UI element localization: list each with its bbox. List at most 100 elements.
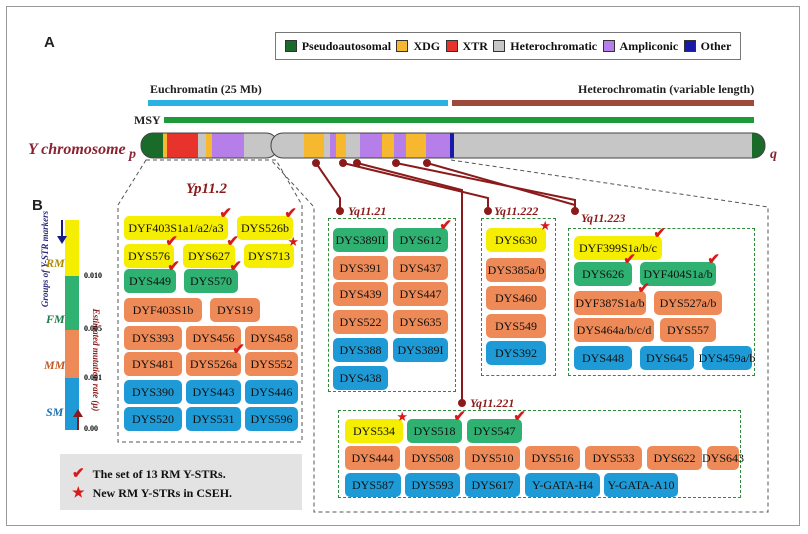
msy-bar [164, 117, 754, 123]
panel-label-a: A [44, 34, 55, 51]
scale-value-4: 0.00 [84, 424, 98, 433]
note-check-row: ✔The set of 13 RM Y-STRs. [72, 464, 226, 483]
p-arm-label: p [129, 147, 136, 162]
marker-dys444: DYS444 [345, 446, 400, 470]
marker-dys612: DYS612✔ [393, 219, 452, 252]
check-icon: ✔ [165, 234, 178, 250]
marker-dyf403s1b: DYF403S1b [124, 298, 202, 322]
marker-dys576: DYS576✔ [124, 235, 178, 268]
check-icon: ✔ [167, 259, 180, 275]
marker-dys19: DYS19 [210, 298, 260, 322]
marker-label: DYF404S1a/b [643, 266, 713, 281]
group-box-yq11223 [568, 228, 755, 376]
star-icon: ★ [287, 234, 299, 249]
locus-yq11221: Yq11.221 [470, 396, 515, 410]
scale-group-fm: FM [46, 312, 65, 326]
marker-label: DYS630 [494, 232, 537, 247]
marker-label: DYS627 [187, 248, 230, 263]
marker-dys626: DYS626✔ [574, 253, 636, 286]
marker-dyf399s1a-b-c: DYF399S1a/b/c✔ [574, 227, 666, 260]
legend-label: Ampliconic [619, 38, 679, 53]
mutation-scale [57, 220, 83, 430]
marker-label: DYS448 [581, 350, 624, 365]
marker-dys393: DYS393 [124, 326, 182, 350]
legend-item-ampliconic: Ampliconic [602, 38, 679, 54]
marker-label: DYS557 [666, 322, 709, 337]
check-icon: ✔ [653, 226, 666, 242]
marker-dys481: DYS481 [124, 352, 182, 376]
legend-item-xtr: XTR [445, 38, 488, 54]
note-star-row: ★New RM Y-STRs in CSEH. [72, 485, 232, 502]
legend-item-pseudoautosomal: Pseudoautosomal [284, 38, 392, 54]
marker-label: DYS617 [471, 477, 514, 492]
scale-group-rm: RM [46, 256, 65, 270]
locus-yq11223: Yq11.223 [581, 211, 626, 225]
marker-label: DYS391 [339, 260, 382, 275]
heterochromatin-bar [452, 100, 754, 106]
marker-dys388: DYS388 [333, 338, 388, 362]
marker-dys392: DYS392 [486, 341, 546, 365]
note-check-text: The set of 13 RM Y-STRs. [92, 467, 226, 481]
panel-label-b: B [32, 197, 43, 214]
p-arm [141, 133, 278, 158]
marker-dys437: DYS437 [393, 256, 448, 280]
marker-label: DYS449 [128, 273, 171, 288]
marker-label: DYS643 [702, 450, 745, 465]
marker-dys570: DYS570✔ [184, 260, 242, 293]
marker-label: DYS520 [131, 411, 174, 426]
locus-yp112: Yp11.2 [186, 181, 227, 197]
legend-label: Other [700, 38, 732, 53]
marker-label: DYS576 [127, 248, 170, 263]
marker-label: DYS389II [335, 232, 386, 247]
legend-label: Pseudoautosomal [301, 38, 392, 53]
marker-dys587: DYS587 [345, 473, 401, 497]
marker-label: DYS393 [131, 330, 174, 345]
q-arm-expansion [270, 159, 769, 513]
connector-yq11222 [342, 162, 489, 211]
marker-label: DYS444 [351, 450, 394, 465]
connector-yq11223-a [395, 162, 576, 211]
marker-label: DYS626 [581, 266, 624, 281]
legend-swatch [396, 40, 409, 52]
marker-dys464a-b-c-d: DYS464a/b/c/d [574, 318, 654, 342]
marker-dys456: DYS456 [186, 326, 241, 350]
check-icon: ✔ [439, 218, 452, 234]
marker-label: DYS510 [471, 450, 514, 465]
legend-item-heterochromatic: Heterochromatic [493, 39, 597, 54]
marker-dys617: DYS617 [465, 473, 520, 497]
yp112-expansion [117, 159, 303, 443]
marker-dys522: DYS522 [333, 310, 388, 334]
marker-label: DYS388 [339, 342, 382, 357]
marker-label: DYS464a/b/c/d [576, 322, 652, 337]
marker-dys593: DYS593 [405, 473, 460, 497]
connector-yq11223-b [426, 162, 576, 206]
figure-frame [6, 6, 800, 526]
marker-label: DYS533 [592, 450, 635, 465]
marker-label: DYS552 [250, 356, 293, 371]
legend-swatch [445, 40, 458, 52]
marker-label: DYS438 [339, 370, 382, 385]
check-icon: ✔ [284, 206, 297, 222]
marker-label: DYS389I [397, 342, 444, 357]
msy-label: MSY [134, 113, 161, 127]
legend-label: XTR [462, 38, 488, 53]
marker-label: DYS508 [411, 450, 454, 465]
check-icon: ✔ [707, 252, 720, 268]
marker-label: DYS481 [131, 356, 174, 371]
marker-dys510: DYS510 [465, 446, 520, 470]
marker-dys447: DYS447 [393, 282, 448, 306]
marker-dys459a-b: DYS459a/b [699, 346, 755, 370]
marker-label: DYS534 [352, 423, 395, 438]
marker-dys448: DYS448 [574, 346, 632, 370]
marker-label: DYS458 [250, 330, 293, 345]
euchromatin-label: Euchromatin (25 Mb) [150, 82, 262, 96]
marker-dys385a-b: DYS385a/b [486, 258, 546, 282]
marker-dys446: DYS446 [245, 380, 298, 404]
marker-label: DYS19 [216, 302, 253, 317]
marker-label: DYS459a/b [698, 350, 756, 365]
marker-label: DYS526a [189, 356, 238, 371]
marker-dys520: DYS520 [124, 407, 182, 431]
marker-dys449: DYS449✔ [124, 260, 180, 293]
